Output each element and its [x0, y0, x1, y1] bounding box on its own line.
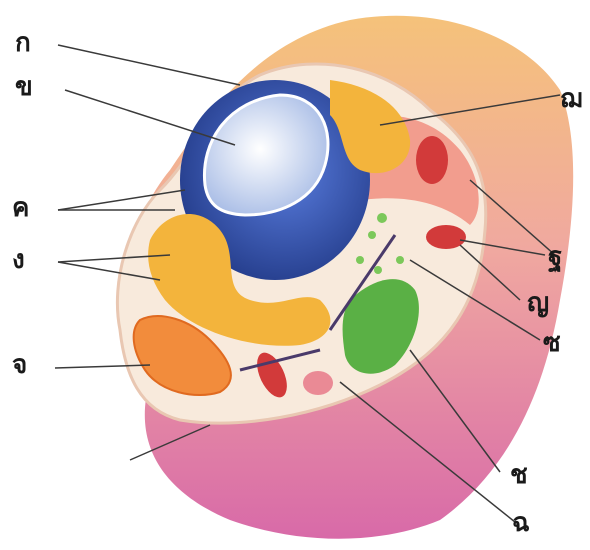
mitochondria-1 — [416, 136, 448, 184]
label-ch3: ฌ — [560, 86, 582, 112]
label-kh: ข — [15, 74, 33, 100]
label-th: ฐ — [548, 244, 562, 270]
label-y: ญ — [527, 290, 549, 316]
label-s: ซ — [543, 330, 561, 356]
lysosome — [303, 371, 333, 395]
label-chh: ฉ — [512, 510, 530, 536]
label-ch: จ — [12, 352, 27, 378]
label-kh2: ค — [12, 195, 29, 221]
label-k: ก — [15, 30, 31, 56]
label-ch2: ช — [510, 462, 528, 488]
label-ng: ง — [12, 247, 25, 273]
